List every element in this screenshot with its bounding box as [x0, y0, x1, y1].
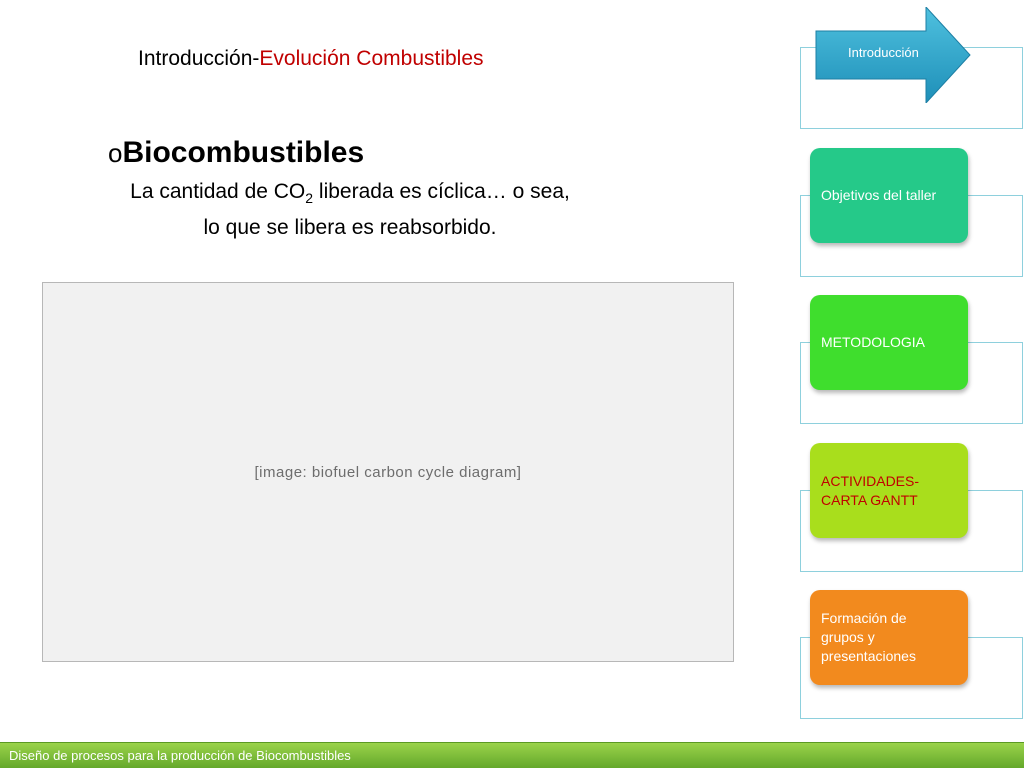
bullet-body: La cantidad de CO2 liberada es cíclica… … — [110, 177, 590, 243]
nav-label-metodologia: METODOLOGIA — [821, 334, 925, 350]
carbon-cycle-image: [image: biofuel carbon cycle diagram] — [42, 282, 734, 662]
nav-label-formacion-1: Formación de — [821, 610, 907, 626]
image-placeholder-label: [image: biofuel carbon cycle diagram] — [254, 463, 522, 481]
bullet-heading-text: Biocombustibles — [122, 136, 365, 169]
nav-label-actividades-2: CARTA GANTT — [821, 491, 918, 508]
body-text-a: La cantidad de CO — [130, 180, 306, 203]
nav-item-formacion[interactable]: Formación de grupos y presentaciones — [810, 590, 968, 685]
nav-label-introduccion: Introducción — [848, 45, 919, 60]
footer-bar: Diseño de procesos para la producción de… — [0, 742, 1024, 768]
nav-item-actividades[interactable]: ACTIVIDADES- CARTA GANTT — [810, 443, 968, 538]
nav-label-actividades-1: ACTIVIDADES- — [821, 472, 920, 489]
nav-item-introduccion[interactable] — [814, 7, 972, 103]
nav-label-objetivos: Objetivos del taller — [821, 187, 937, 203]
nav-item-objetivos[interactable]: Objetivos del taller — [810, 148, 968, 243]
arrow-right-icon — [815, 7, 971, 103]
body-text-b: liberada es cíclica… o sea, — [313, 180, 570, 203]
nav-label-formacion-2: grupos y — [821, 629, 875, 645]
slide-title: Introducción-Evolución Combustibles — [138, 47, 484, 71]
bullet-marker: o — [108, 138, 123, 168]
nav-item-metodologia[interactable]: METODOLOGIA — [810, 295, 968, 390]
body-subscript: 2 — [305, 190, 314, 207]
nav-label-formacion-3: presentaciones — [821, 648, 916, 664]
title-prefix: Introducción- — [138, 47, 260, 70]
body-line-1: La cantidad de CO2 liberada es cíclica… … — [110, 177, 590, 213]
body-line-2: lo que se libera es reabsorbido. — [203, 216, 497, 240]
title-accent: Evolución Combustibles — [259, 47, 484, 70]
footer-text: Diseño de procesos para la producción de… — [9, 748, 351, 763]
bullet-heading: oBiocombustibles — [108, 136, 364, 170]
